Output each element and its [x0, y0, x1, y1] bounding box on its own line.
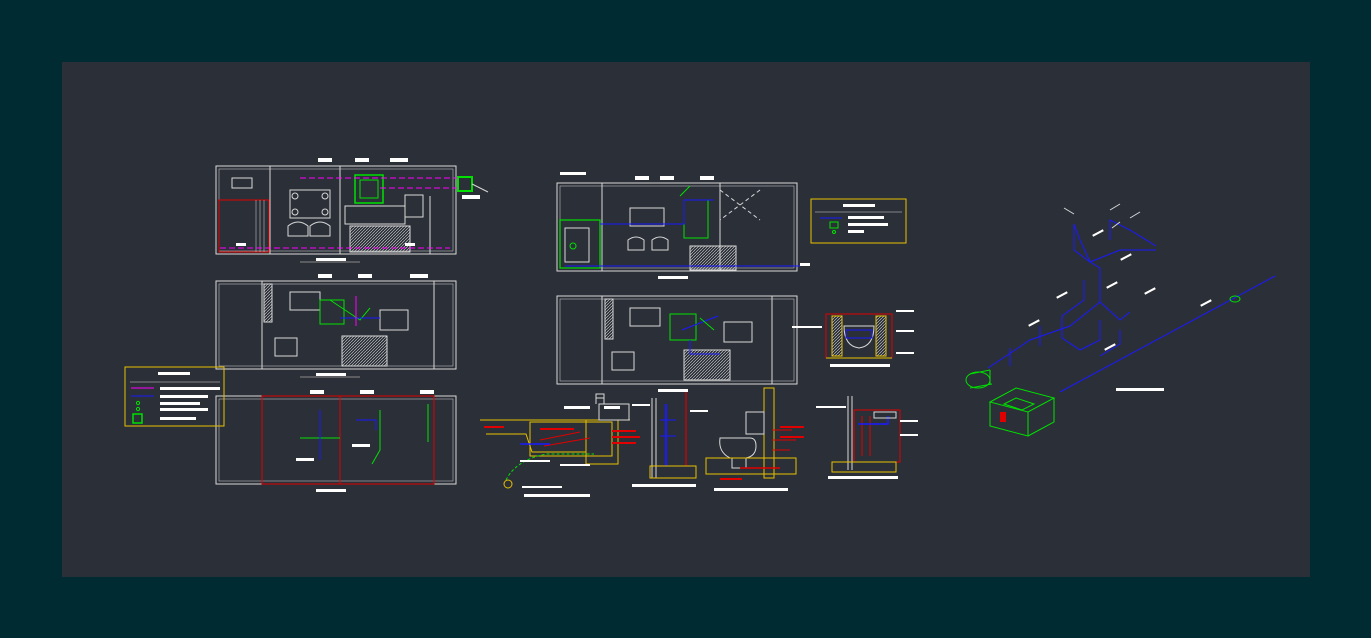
floor-plan-first-left — [215, 274, 457, 378]
floor-plan-ground-right — [556, 172, 810, 279]
floor-plan-roof-left — [215, 390, 457, 492]
drawing-canvas[interactable] — [62, 62, 1310, 577]
detail-cabinet — [816, 396, 918, 479]
detail-trench — [480, 393, 640, 497]
legend-right — [810, 198, 907, 244]
isometric-water — [965, 203, 1276, 437]
floor-plan-first-right — [556, 295, 798, 392]
floor-plan-ground-left — [215, 158, 489, 263]
detail-heater — [792, 310, 914, 367]
detail-toilet — [705, 387, 804, 491]
detail-riser — [632, 392, 708, 487]
cad-drawing — [124, 158, 1276, 497]
legend-left — [124, 366, 225, 427]
